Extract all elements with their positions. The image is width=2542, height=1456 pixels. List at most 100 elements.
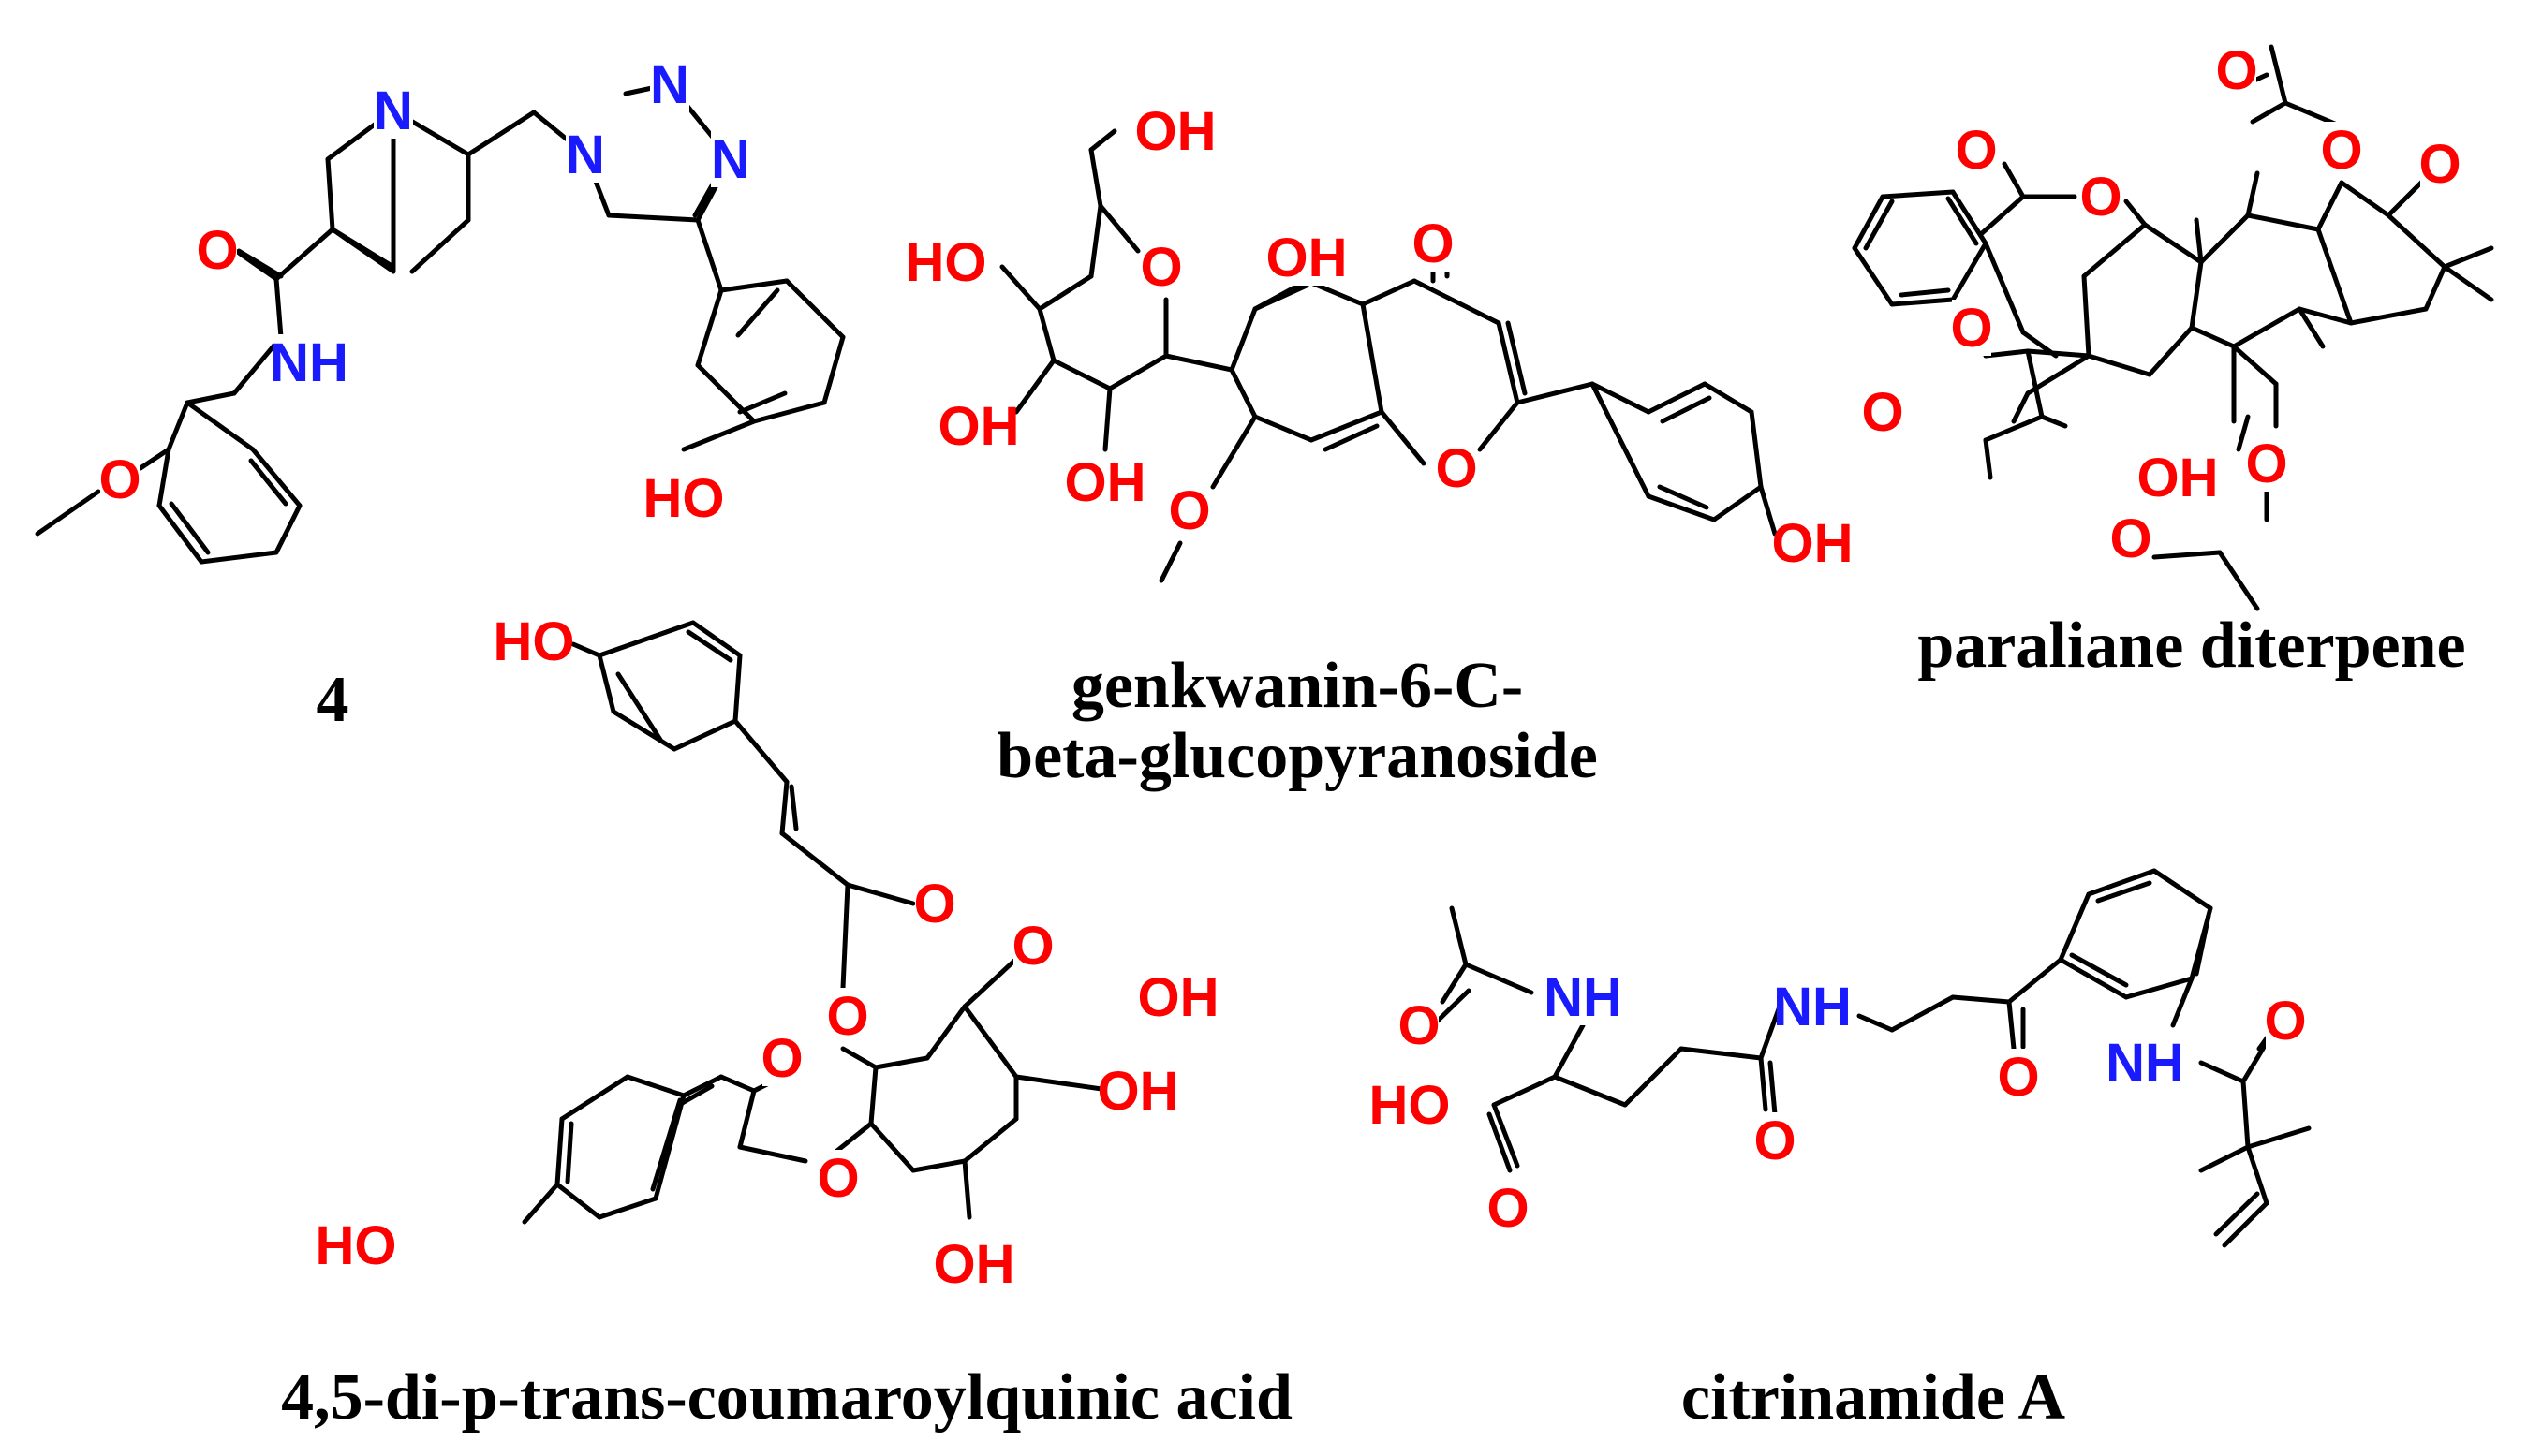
- bond: [840, 882, 850, 991]
- atom-label-backdrop: [1013, 918, 1053, 974]
- bond: [672, 718, 738, 752]
- bond: [784, 278, 846, 340]
- bond: [718, 278, 790, 293]
- bond: [2240, 1079, 2251, 1150]
- atom-label-backdrop: [1170, 482, 1209, 538]
- bond: [2006, 957, 2063, 1005]
- bond: [2236, 414, 2251, 452]
- bond: [962, 1004, 1019, 1080]
- bond: [597, 1196, 658, 1220]
- double-bond-line: [236, 248, 284, 279]
- bond: [2442, 264, 2494, 302]
- bond: [2189, 325, 2237, 349]
- bond: [1950, 994, 2012, 1005]
- bond: [199, 550, 279, 565]
- atom-label-backdrop: [2111, 510, 2150, 566]
- bond: [409, 217, 471, 274]
- bond: [2151, 868, 2213, 911]
- bond: [873, 1055, 930, 1070]
- double-bond-line: [1767, 1060, 1778, 1117]
- bond: [2245, 213, 2321, 232]
- bond: [2170, 976, 2195, 1028]
- bond: [1013, 358, 1057, 415]
- bond: [2245, 1144, 2269, 1206]
- double-bond-line: [2213, 1191, 2260, 1237]
- bond: [1889, 994, 1956, 1033]
- atom-label-backdrop: [915, 875, 954, 932]
- nitrogen-atom-label: NH: [2106, 1033, 2184, 1094]
- bond: [1852, 194, 1885, 251]
- bond: [1360, 278, 1417, 307]
- bond: [910, 1158, 968, 1173]
- oxygen-atom-label: HO: [494, 611, 575, 672]
- oxygen-atom-label: OH: [1065, 452, 1146, 513]
- bond: [1515, 381, 1595, 405]
- bond: [1037, 273, 1094, 312]
- bond: [962, 1158, 972, 1220]
- bond: [732, 653, 743, 724]
- bond: [1477, 400, 1520, 452]
- bond: [868, 1121, 916, 1173]
- compound-caption: 4: [317, 664, 349, 736]
- bond: [751, 400, 827, 424]
- double-bond-line: [735, 287, 780, 338]
- atom-label-backdrop: [943, 398, 1014, 454]
- bond: [845, 882, 916, 906]
- bond: [1950, 189, 1988, 246]
- oxygen-atom-label: OH: [1138, 967, 1219, 1028]
- nitrogen-atom-label: NH: [1773, 977, 1852, 1037]
- bond: [868, 1065, 879, 1126]
- oxygen-atom-label: O: [196, 220, 238, 281]
- oxygen-atom-label: O: [1012, 916, 1054, 977]
- bond: [2086, 868, 2157, 897]
- atom-label-backdrop: [1863, 384, 1902, 440]
- double-bond-line: [686, 629, 733, 663]
- atom-label-backdrop: [828, 988, 867, 1044]
- bond: [1088, 203, 1103, 279]
- double-bond-line: [1505, 320, 1528, 396]
- atom-label-backdrop: [1070, 454, 1141, 510]
- atom-label-backdrop: [1102, 1063, 1174, 1119]
- atom-label-backdrop: [1952, 300, 1991, 356]
- oxygen-atom-label: OH: [938, 396, 1020, 457]
- bond: [559, 1074, 630, 1122]
- bond: [2123, 199, 2148, 228]
- bond: [1491, 1102, 1520, 1169]
- bond: [2222, 1200, 2269, 1248]
- oxygen-atom-label: OH: [1266, 228, 1348, 288]
- atom-label-backdrop: [1957, 122, 1996, 178]
- bond: [522, 1182, 560, 1225]
- bond: [2269, 44, 2288, 106]
- oxygen-atom-label: O: [1168, 480, 1210, 541]
- oxygen-atom-label: O: [826, 986, 868, 1047]
- bond: [2198, 1060, 2246, 1084]
- bond: [1098, 203, 1141, 254]
- compound-caption-line: genkwanin-6-C-: [1071, 650, 1523, 722]
- bond: [1758, 1055, 1768, 1112]
- atom-label-backdrop: [2081, 169, 2121, 225]
- bond: [2025, 353, 2091, 396]
- atom-label-backdrop: [1488, 1180, 1528, 1236]
- atom-label-backdrop: [910, 234, 982, 290]
- double-bond-line: [1899, 287, 1951, 298]
- bond: [330, 227, 396, 274]
- atom-label-backdrop: [1999, 1049, 2038, 1105]
- atom-label-backdrop: [498, 613, 569, 669]
- double-bond-line: [2069, 952, 2129, 988]
- bond: [138, 447, 171, 471]
- bond: [1856, 1013, 1895, 1033]
- bond: [1159, 540, 1183, 583]
- double-bond-line: [1863, 199, 1895, 251]
- bond: [737, 1144, 808, 1164]
- oxygen-atom-label: O: [761, 1028, 803, 1089]
- atom-label-backdrop: [1142, 239, 1181, 295]
- nitrogen-atom-label: NH: [270, 332, 348, 393]
- compound-1-bonds: [999, 128, 1778, 583]
- bond: [1449, 905, 1469, 967]
- bond: [1983, 414, 2045, 443]
- bond: [718, 1074, 757, 1094]
- oxygen-atom-label: HO: [1369, 1075, 1451, 1136]
